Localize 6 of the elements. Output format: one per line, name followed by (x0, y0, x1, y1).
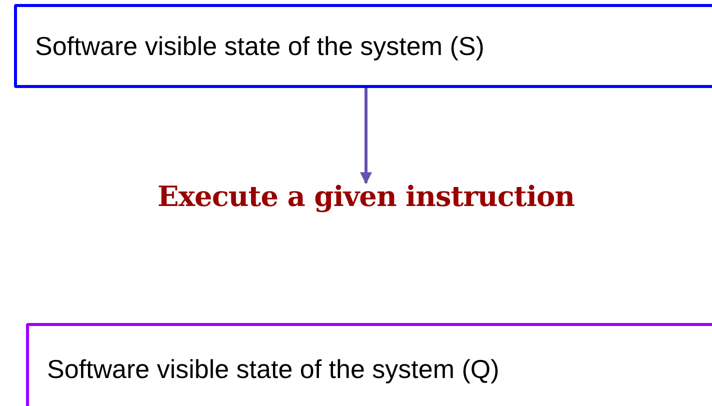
state-label: Software visible state of the system (Q) (47, 354, 500, 385)
state-box (26, 323, 712, 406)
state-box (14, 4, 712, 88)
state-label: Software visible state of the system (S) (35, 30, 484, 62)
step-label: Execute a given instruction (96, 180, 636, 213)
arrow (360, 88, 372, 184)
